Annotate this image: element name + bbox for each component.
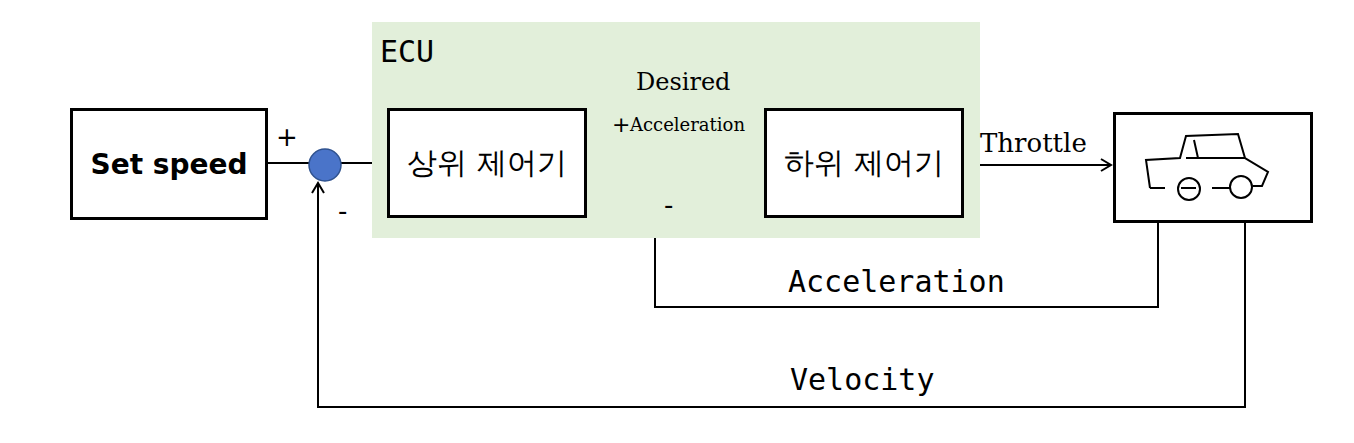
group-title: ECU — [380, 34, 434, 69]
vehicle-box — [1115, 114, 1312, 222]
box-label: 상위 제어기 — [407, 143, 567, 184]
input-box: Set speed — [70, 108, 268, 220]
signal-label: Desired — [636, 68, 730, 96]
sign-label: + — [276, 122, 298, 152]
signal-label: Acceleration — [630, 114, 745, 135]
car-sketch — [1146, 134, 1268, 200]
signal-label: Velocity — [790, 362, 935, 397]
controller-box: 하위 제어기 — [764, 108, 964, 218]
sign-label: + — [612, 112, 630, 137]
throttle-wire — [964, 164, 1111, 166]
box-label: 하위 제어기 — [784, 143, 944, 184]
signal-label: Throttle — [980, 128, 1087, 158]
summing-junction — [309, 149, 341, 181]
controller-box: 상위 제어기 — [387, 108, 587, 218]
sign-label: - — [338, 196, 347, 226]
box-label: Set speed — [90, 148, 247, 181]
sign-label: - — [664, 190, 673, 220]
signal-label: Acceleration — [788, 264, 1005, 299]
